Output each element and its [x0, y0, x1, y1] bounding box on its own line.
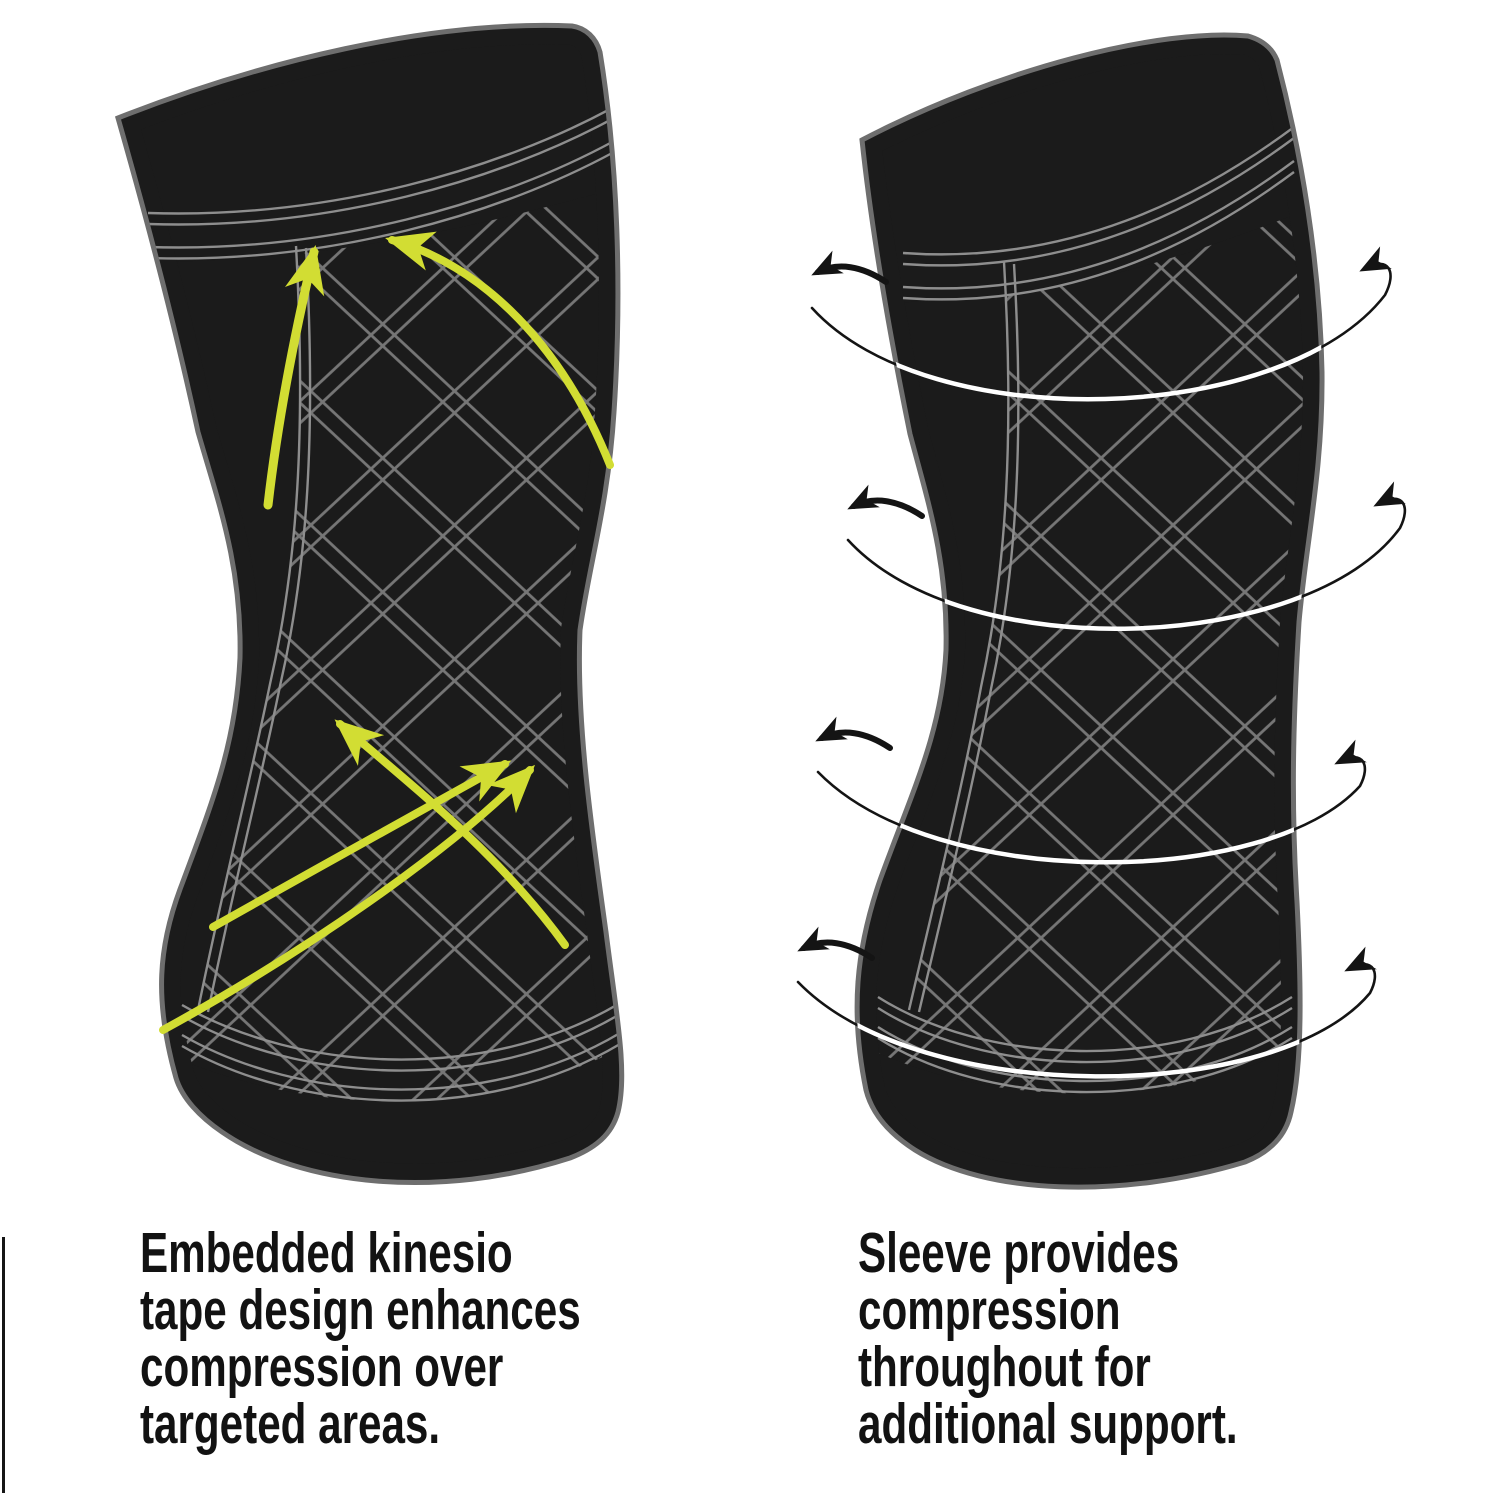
kinesio-arrow-up-icon [263, 244, 325, 510]
right-top-band [857, 40, 1323, 303]
kinesio-arrow-curve-upleft-icon [385, 231, 614, 469]
ring-hook-icon [811, 250, 889, 285]
right-sleeve [796, 30, 1407, 1220]
kinesio-arrow-long-sweep-icon [159, 764, 536, 1034]
left-sleeve [60, 20, 680, 1220]
caption-line: Sleeve provides [858, 1221, 1180, 1285]
kinesio-arrow-lower-upright-icon [209, 760, 512, 931]
ring-hook-icon [847, 484, 925, 519]
ring-hook-icon [815, 716, 893, 751]
kinesio-arrow-lower-upleft-icon [334, 719, 569, 949]
ring-rotation-hooks [797, 250, 925, 961]
page-edge-line [2, 1237, 5, 1493]
right-caption: Sleeve provides compression throughout f… [858, 1225, 1238, 1453]
caption-line: compression [858, 1278, 1121, 1342]
caption-line: additional support. [858, 1392, 1238, 1456]
caption-line: targeted areas. [140, 1392, 441, 1456]
caption-line: compression over [140, 1335, 504, 1399]
ring-hook-icon [797, 926, 875, 961]
left-stitch-lines [147, 105, 621, 1102]
right-panel-seam [907, 261, 1010, 1011]
caption-line: Embedded kinesio [140, 1221, 513, 1285]
left-panel-seam [196, 245, 302, 1011]
caption-line: tape design enhances [140, 1278, 581, 1342]
kinesio-arrows [159, 231, 614, 1034]
left-caption: Embedded kinesio tape design enhances co… [140, 1225, 581, 1453]
left-top-band [118, 27, 622, 262]
compression-rings [796, 246, 1407, 1079]
caption-line: throughout for [858, 1335, 1151, 1399]
